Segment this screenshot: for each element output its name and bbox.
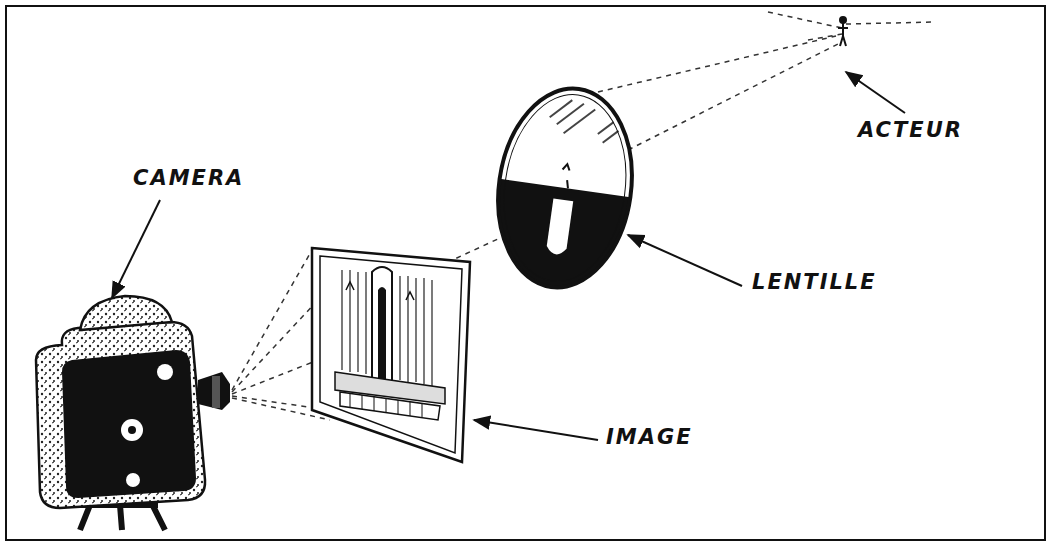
image-illustration bbox=[312, 248, 470, 462]
part-label: ACTEUR bbox=[858, 118, 963, 142]
leader-arrows bbox=[112, 72, 905, 440]
part-label: LENTILLE bbox=[752, 270, 877, 294]
frame-border bbox=[6, 6, 1045, 540]
part-label: CAMERA bbox=[133, 166, 244, 190]
lens-illustration bbox=[480, 79, 648, 306]
actor-figure bbox=[838, 17, 848, 46]
part-label: IMAGE bbox=[606, 425, 693, 449]
camera-illustration bbox=[36, 296, 230, 530]
